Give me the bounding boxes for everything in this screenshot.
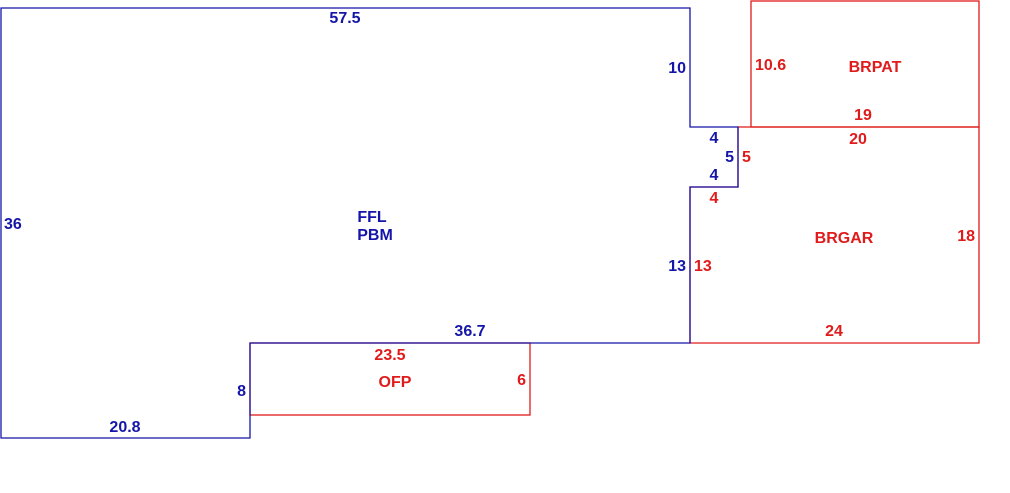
dim-main-bottom-left: 20.8: [109, 419, 140, 436]
dim-brgar-bottom: 24: [825, 323, 843, 340]
dim-main-step: 8: [237, 383, 246, 400]
dim-main-left: 36: [4, 216, 22, 233]
dim-main-notch-top: 4: [710, 130, 719, 147]
main-area-label-pbm: PBM: [357, 227, 393, 244]
brgar-label: BRGAR: [815, 230, 874, 247]
main-area-label-ffl: FFL: [357, 209, 387, 226]
dim-main-top: 57.5: [329, 10, 360, 27]
dim-ofp-right: 6: [517, 372, 526, 389]
dim-brgar-top: 20: [849, 131, 867, 148]
dim-ofp-top: 23.5: [374, 347, 405, 364]
dim-main-notch-bottom: 4: [710, 167, 719, 184]
main-area-outline: [0, 7, 739, 439]
dim-brpat-bottom: 19: [854, 107, 872, 124]
dim-brgar-notch-side: 5: [742, 149, 751, 166]
brpat-label: BRPAT: [849, 59, 902, 76]
dim-brgar-right: 18: [957, 228, 975, 245]
dim-brgar-notch-bottom: 4: [710, 190, 719, 207]
dim-main-right-lower: 13: [668, 258, 686, 275]
dim-main-notch-side: 5: [725, 149, 734, 166]
ofp-label: OFP: [379, 374, 412, 391]
dim-main-right-upper: 10: [668, 60, 686, 77]
dim-brgar-left: 13: [694, 258, 712, 275]
dim-main-bottom-mid: 36.7: [454, 323, 485, 340]
dim-brpat-left: 10.6: [755, 57, 786, 74]
